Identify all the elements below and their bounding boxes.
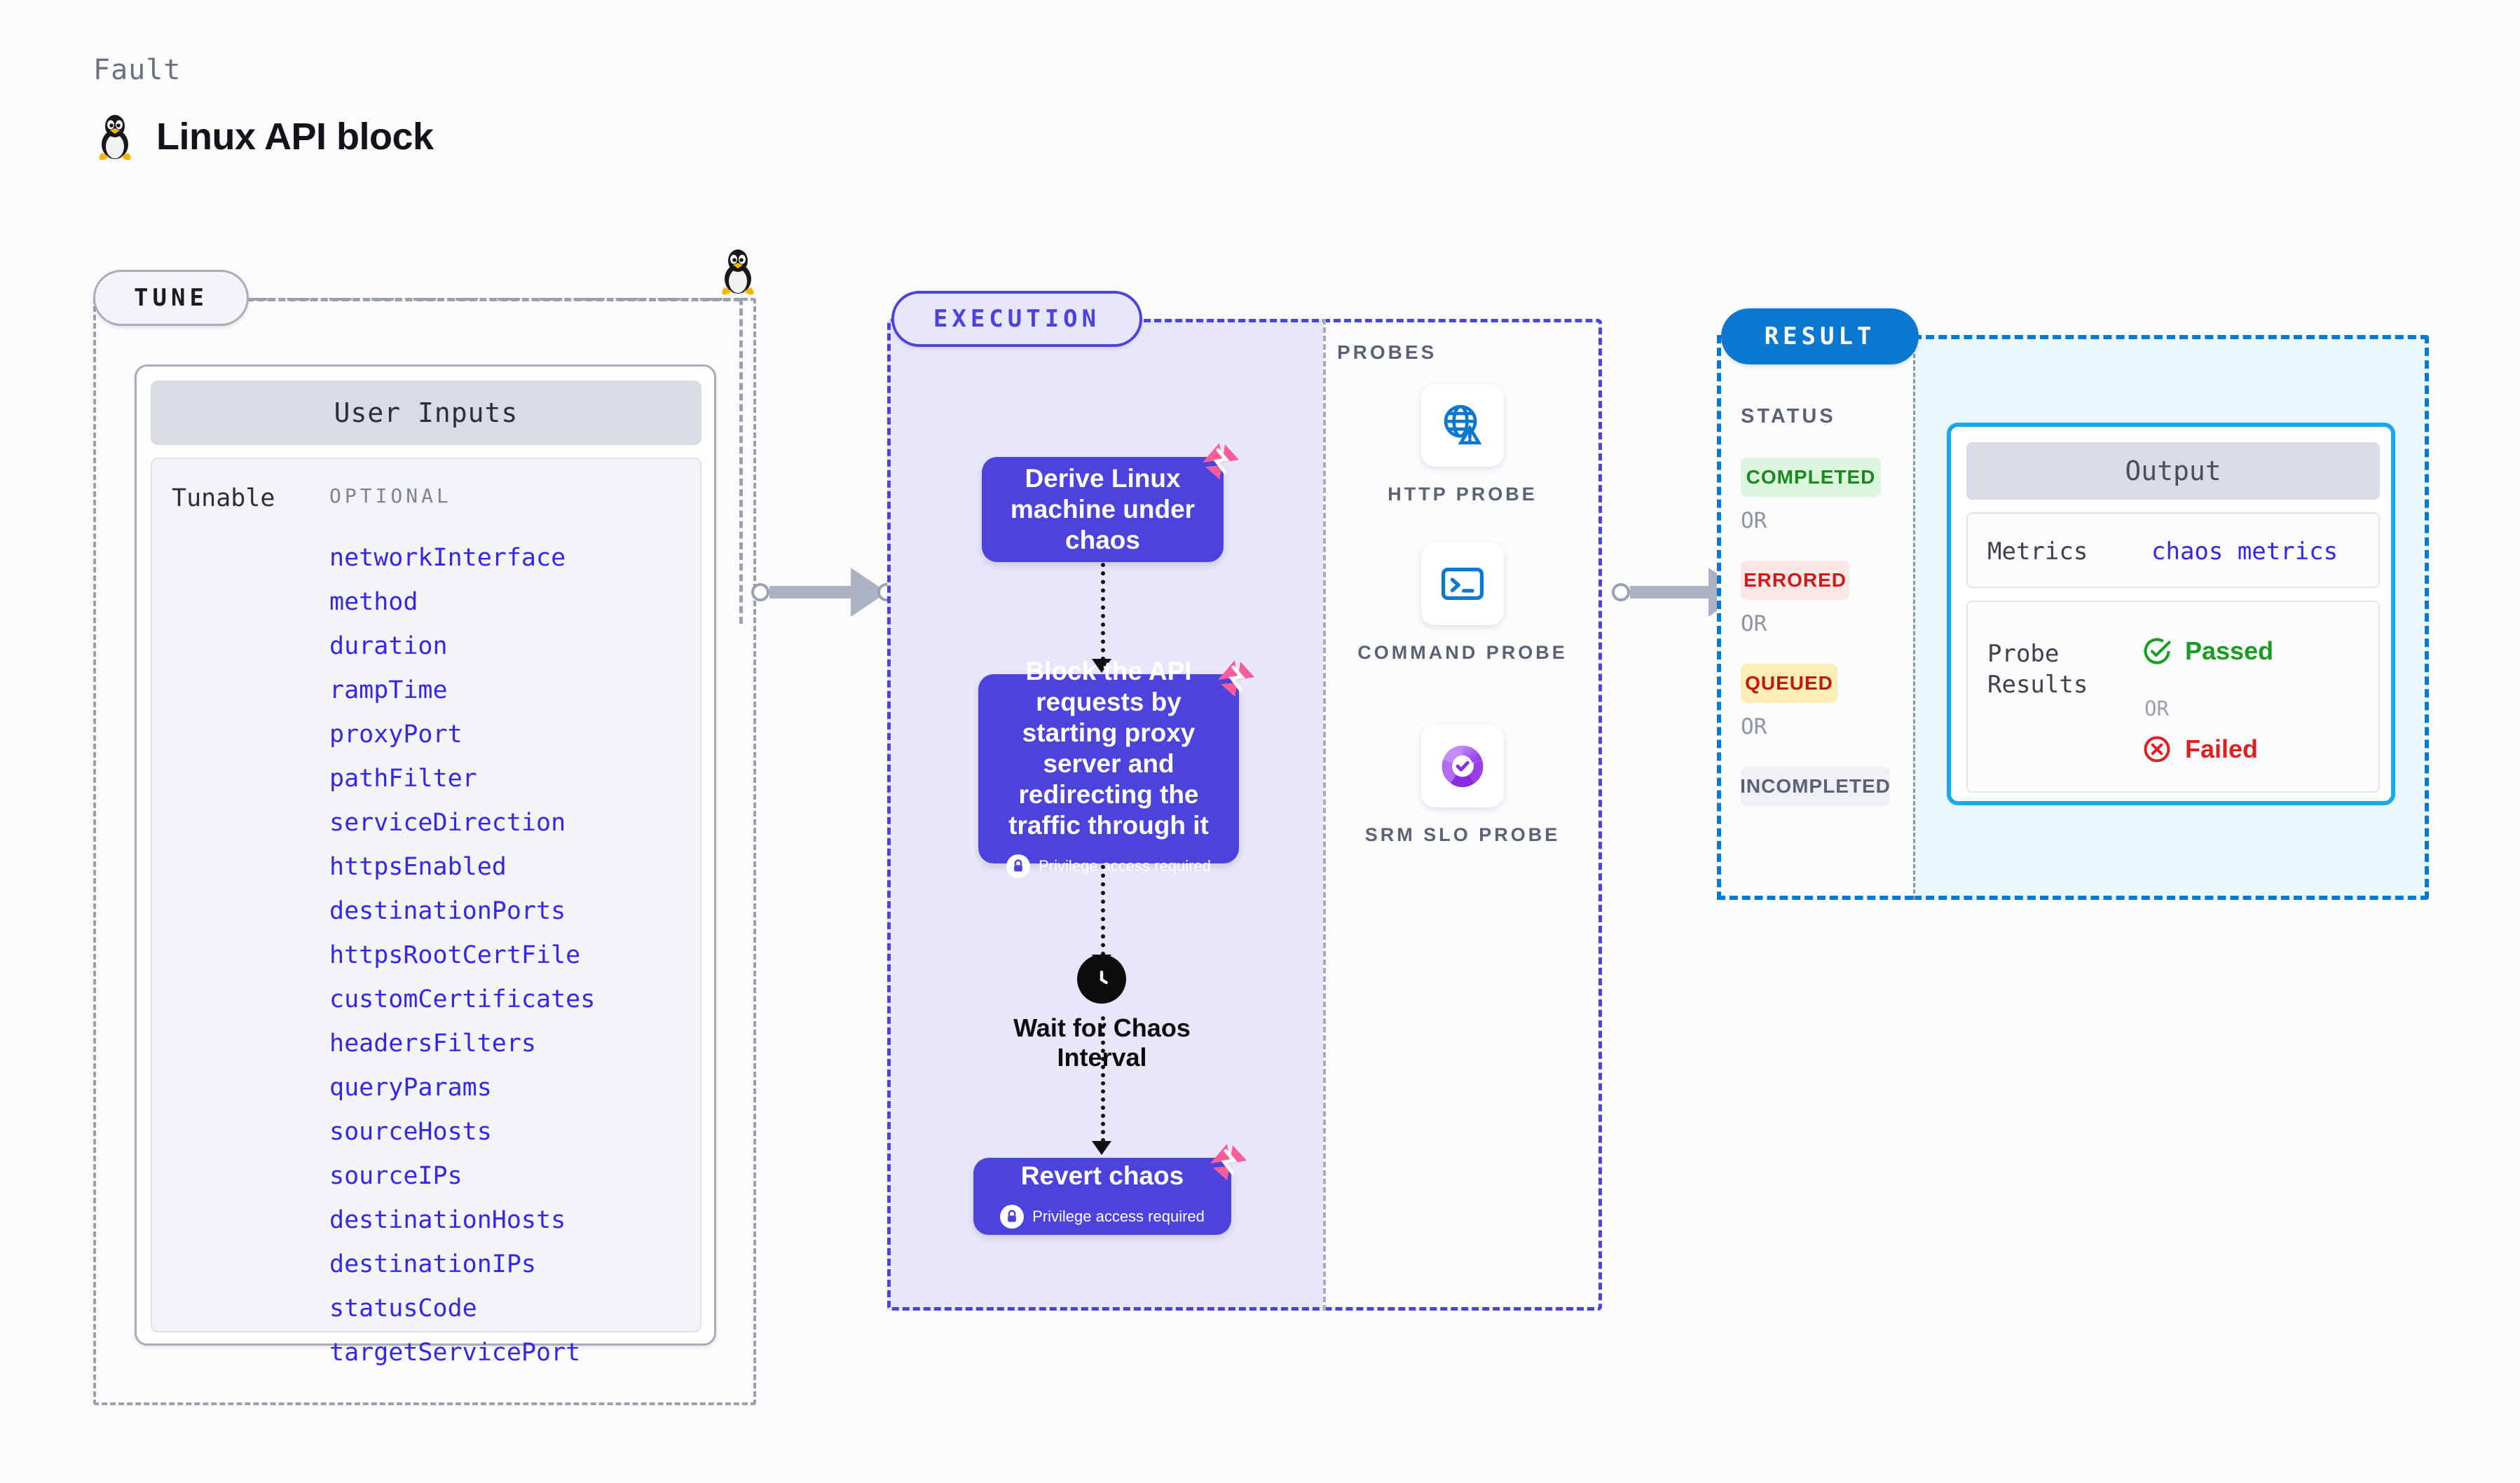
x-circle-icon — [2144, 736, 2170, 763]
execution-step-text: Derive Linux machine under chaos — [1010, 464, 1196, 554]
linux-penguin-icon — [93, 112, 137, 161]
fault-eyebrow-label: Fault — [93, 54, 182, 86]
result-section-pill[interactable]: RESULT — [1721, 308, 1919, 364]
param-item[interactable]: headersFilters — [329, 1030, 537, 1058]
param-item[interactable]: destinationIPs — [329, 1250, 537, 1278]
probe-label: SRM SLO PROBE — [1364, 824, 1561, 845]
arrow-start-dot — [1612, 583, 1630, 601]
param-item[interactable]: serviceDirection — [329, 809, 566, 837]
lock-icon — [1000, 1205, 1025, 1229]
flow-arrowhead — [1092, 659, 1111, 673]
param-item[interactable]: customCertificates — [329, 985, 596, 1013]
param-item[interactable]: queryParams — [329, 1074, 492, 1102]
execution-step-text: Revert chaos — [1020, 1161, 1184, 1190]
clock-icon — [1077, 955, 1126, 1004]
param-item[interactable]: sourceHosts — [329, 1118, 492, 1146]
probe-command[interactable]: COMMAND PROBE — [1323, 542, 1602, 664]
lock-icon — [1006, 854, 1031, 878]
probe-srm-slo[interactable]: SRM SLO PROBE — [1323, 725, 1602, 847]
tunable-label: Tunable — [172, 484, 275, 512]
arrow-stem — [1630, 586, 1708, 599]
probes-section-label: PROBES — [1337, 341, 1437, 363]
param-item[interactable]: destinationHosts — [329, 1206, 566, 1234]
param-item[interactable]: method — [329, 588, 418, 616]
user-inputs-header: User Inputs — [151, 381, 701, 445]
metrics-label: Metrics — [1987, 538, 2088, 566]
param-item[interactable]: pathFilter — [329, 765, 477, 793]
or-separator: OR — [1741, 508, 1767, 533]
execution-step-derive-machine[interactable]: Derive Linux machine under chaos — [982, 443, 1239, 562]
probes-region — [1323, 319, 1602, 1311]
probe-label: COMMAND PROBE — [1357, 642, 1568, 663]
optional-label: OPTIONAL — [329, 484, 452, 507]
linux-penguin-marker-icon — [716, 247, 760, 299]
fault-title-row: Linux API block — [93, 112, 434, 161]
privilege-text: Privilege access required — [1032, 1208, 1205, 1225]
tunable-param-list: networkInterface method duration rampTim… — [329, 536, 595, 1375]
probe-label: HTTP PROBE — [1388, 484, 1538, 505]
privilege-note: Privilege access required — [1000, 1201, 1205, 1232]
privilege-text: Privilege access required — [1039, 857, 1211, 875]
param-item[interactable]: destinationPorts — [329, 897, 566, 925]
probe-result-failed: Failed — [2142, 734, 2258, 765]
param-item[interactable]: sourceIPs — [329, 1162, 463, 1190]
param-item[interactable]: proxyPort — [329, 720, 463, 749]
tune-connector-vertical — [739, 298, 743, 624]
passed-label: Passed — [2185, 636, 2274, 665]
status-label: STATUS — [1741, 405, 1836, 428]
flow-arrowhead — [1092, 1141, 1111, 1155]
status-badge-queued: QUEUED — [1741, 664, 1837, 703]
or-separator: OR — [2144, 697, 2169, 720]
metrics-row: Metrics chaos metrics — [1966, 512, 2380, 588]
param-item[interactable]: statusCode — [329, 1294, 477, 1323]
status-badge-completed: COMPLETED — [1741, 458, 1881, 497]
arrow-start-dot — [751, 583, 769, 601]
failed-label: Failed — [2185, 734, 2259, 763]
probes-divider — [1323, 319, 1326, 1311]
param-item[interactable]: rampTime — [329, 676, 448, 704]
status-badge-errored: ERRORED — [1741, 561, 1849, 600]
tune-to-execution-arrow — [751, 568, 896, 617]
probe-http[interactable]: HTTP PROBE — [1323, 384, 1602, 506]
chaos-badge-icon — [1203, 443, 1239, 479]
page-title: Linux API block — [156, 116, 434, 158]
privilege-note: Privilege access required — [1006, 851, 1211, 882]
tune-connector-horizontal — [247, 298, 741, 301]
user-inputs-card: User Inputs Tunable OPTIONAL networkInte… — [135, 364, 716, 1367]
tunable-body: Tunable OPTIONAL networkInterface method… — [151, 458, 701, 1367]
or-separator: OR — [1741, 611, 1767, 636]
status-badge-incompleted: INCOMPLETED — [1740, 767, 1890, 806]
param-item[interactable]: targetServicePort — [329, 1339, 581, 1367]
execution-step-text: Block the API requests by starting proxy… — [1008, 657, 1209, 840]
execution-step-revert-chaos[interactable]: Revert chaos Privilege access required — [973, 1144, 1247, 1235]
param-item[interactable]: httpsEnabled — [329, 853, 507, 881]
slo-donut-check-icon — [1421, 725, 1504, 807]
tune-section-pill[interactable]: TUNE — [93, 270, 249, 326]
flow-connector — [1101, 563, 1105, 661]
status-output-divider — [1913, 335, 1915, 900]
param-item[interactable]: duration — [329, 632, 448, 660]
execution-step-block-api[interactable]: Block the API requests by starting proxy… — [978, 657, 1254, 878]
flow-connector — [1101, 865, 1105, 956]
globe-warning-icon — [1421, 384, 1504, 467]
terminal-icon — [1421, 542, 1504, 625]
check-circle-icon — [2144, 638, 2171, 664]
probe-result-passed: Passed — [2142, 636, 2273, 667]
arrow-stem — [769, 586, 851, 599]
param-item[interactable]: networkInterface — [329, 544, 566, 572]
chaos-badge-icon — [1210, 1144, 1247, 1180]
execution-section-pill[interactable]: EXECUTION — [891, 291, 1142, 347]
metrics-value[interactable]: chaos metrics — [2151, 538, 2338, 566]
param-item[interactable]: httpsRootCertFile — [329, 941, 581, 969]
or-separator: OR — [1741, 714, 1767, 739]
output-card-header: Output — [1966, 442, 2380, 500]
flow-connector — [1101, 1016, 1105, 1142]
chaos-badge-icon — [1218, 660, 1254, 697]
